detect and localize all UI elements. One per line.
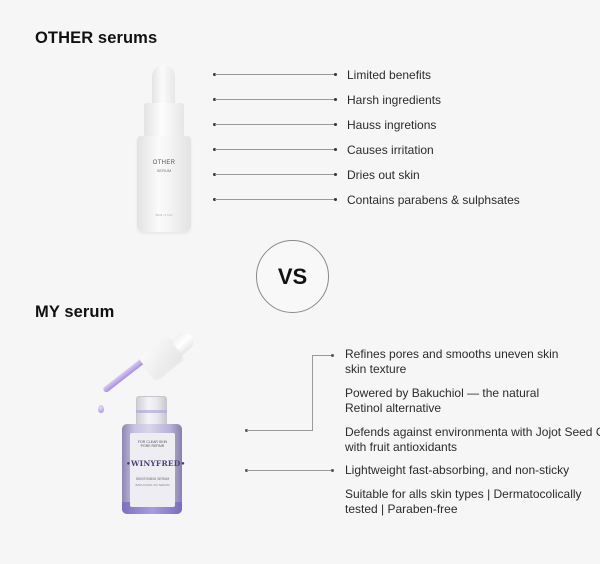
connector-dot (334, 73, 337, 76)
label-tagline-2: PORE REPAIR (140, 444, 165, 448)
my-point: Powered by Bakuchiol — the natural Retin… (345, 386, 600, 416)
other-point: Causes irritation (0, 142, 600, 158)
connector-dot (245, 469, 248, 472)
label-tagline-1: FOR CLEAR SKIN (137, 440, 168, 444)
connector-line (247, 470, 333, 471)
connector-dot (331, 354, 334, 357)
my-point: Refines pores and smooths uneven skin sk… (345, 347, 600, 377)
other-bottle-label-type: SERUM (156, 168, 172, 173)
other-point: Limited benefits (0, 67, 600, 83)
other-point-text: Dries out skin (347, 168, 420, 182)
my-point-line: Retinol alternative (345, 401, 442, 415)
my-bottle-ingredient: BAKUCHIOL 2% SERUM (135, 483, 170, 487)
dropper-serum-tube (102, 357, 146, 394)
my-bottle-label-tagline: FOR CLEAR SKIN PORE REPAIR (130, 440, 175, 448)
other-bottle-label-brand: OTHER (152, 160, 176, 166)
other-bottle-collar (144, 103, 184, 137)
connector-dot (334, 123, 337, 126)
my-point-line: Powered by Bakuchiol — the natural (345, 386, 540, 400)
other-serums-title: OTHER serums (35, 29, 158, 47)
my-bottle-brand: •WINYFRED• (126, 459, 186, 468)
connector-dot (245, 429, 248, 432)
connector-dot (213, 173, 216, 176)
connector-line (215, 74, 335, 75)
my-bottle-product-name: SKINTONING SERUM (135, 477, 170, 481)
my-bottle-neck-ring (136, 410, 167, 413)
other-point-text: Hauss ingretions (347, 118, 437, 132)
connector-line (215, 174, 335, 175)
my-point-line: tested | Paraben-free (345, 502, 458, 516)
connector-dot (334, 173, 337, 176)
connector-dot (213, 73, 216, 76)
connector-dot (334, 98, 337, 101)
other-point-text: Causes irritation (347, 143, 434, 157)
other-point-text: Contains parabens & sulphsates (347, 193, 520, 207)
my-point-line: with fruit antioxidants (345, 440, 458, 454)
other-point: Dries out skin (0, 167, 600, 183)
connector-dot (213, 198, 216, 201)
connector-dot (331, 469, 334, 472)
connector-line (312, 355, 332, 356)
my-serum-title: MY serum (35, 303, 115, 321)
other-bottle-label-volume: 30ml / 1 fl oz (155, 213, 173, 217)
connector-dot (334, 198, 337, 201)
my-point: Defends against environmenta with Jojot … (345, 425, 600, 455)
other-bottle-body (137, 136, 191, 232)
vs-badge: VS (256, 240, 329, 313)
connector-line (247, 430, 313, 431)
other-point-text: Harsh ingredients (347, 93, 442, 107)
connector-line (215, 149, 335, 150)
my-point-line: Refines pores and smooths uneven skin (345, 347, 559, 361)
connector-line (215, 99, 335, 100)
connector-dot (334, 148, 337, 151)
connector-dot (213, 148, 216, 151)
my-point-line: Lightweight fast-absorbing, and non-stic… (345, 463, 570, 477)
serum-drop (98, 405, 104, 413)
connector-line (215, 199, 335, 200)
my-bottle-label (130, 433, 175, 507)
other-point: Harsh ingredients (0, 92, 600, 108)
other-point: Contains parabens & sulphsates (0, 192, 600, 208)
other-point: Hauss ingretions (0, 117, 600, 133)
connector-dot (213, 98, 216, 101)
connector-dot (213, 123, 216, 126)
my-point-line: skin texture (345, 362, 407, 376)
other-bottle-dropper (152, 65, 175, 107)
my-point-line: Defends against environmenta with Jojot … (345, 425, 600, 439)
my-point: Suitable for alls skin types | Dermatoco… (345, 487, 600, 517)
my-point-line: Suitable for alls skin types | Dermatoco… (345, 487, 582, 501)
connector-line (312, 355, 313, 431)
my-point: Lightweight fast-absorbing, and non-stic… (345, 463, 600, 478)
connector-line (215, 124, 335, 125)
other-point-text: Limited benefits (347, 68, 432, 82)
